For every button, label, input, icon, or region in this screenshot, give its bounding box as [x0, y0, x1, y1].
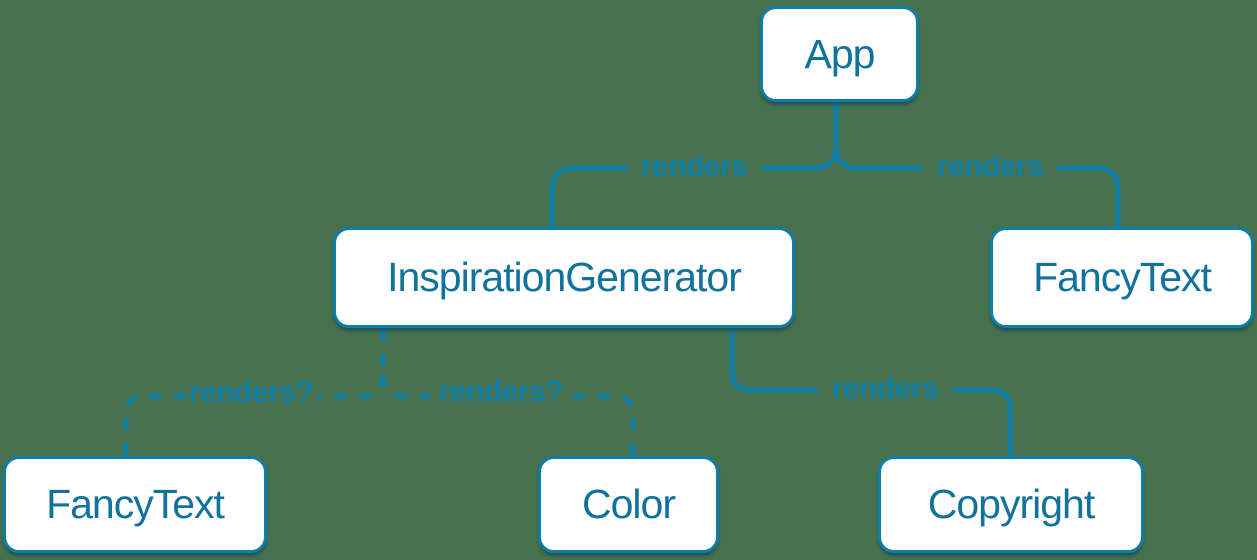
node-color-label: Color: [582, 481, 676, 527]
node-fancy-text-top: FancyText: [990, 227, 1254, 328]
edge-label-app-inspiration-generator: renders: [640, 150, 748, 183]
node-app-label: App: [804, 30, 876, 77]
node-copyright: Copyright: [878, 456, 1144, 553]
edge-label-inspiration-generator-fancy-text: renders?: [188, 376, 314, 409]
node-fancy-text-bottom: FancyText: [3, 456, 267, 553]
node-color: Color: [538, 456, 719, 553]
edge-label-app-fancy-text: renders: [936, 150, 1044, 183]
edge-inspiration-generator-color: [380, 374, 636, 456]
node-inspiration-generator-label: InspirationGenerator: [387, 254, 742, 300]
edge-inspiration-generator-copyright: [729, 329, 1013, 456]
node-fancy-text-top-label: FancyText: [1033, 254, 1212, 300]
edge-app-fancy-text: [833, 145, 1121, 227]
node-copyright-label: Copyright: [927, 481, 1095, 527]
node-app: App: [760, 6, 919, 102]
edge-label-inspiration-generator-color: renders?: [438, 375, 564, 408]
edge-label-inspiration-generator-copyright: renders: [831, 372, 939, 405]
node-inspiration-generator: InspirationGenerator: [333, 227, 795, 328]
node-fancy-text-bottom-label: FancyText: [46, 481, 225, 527]
